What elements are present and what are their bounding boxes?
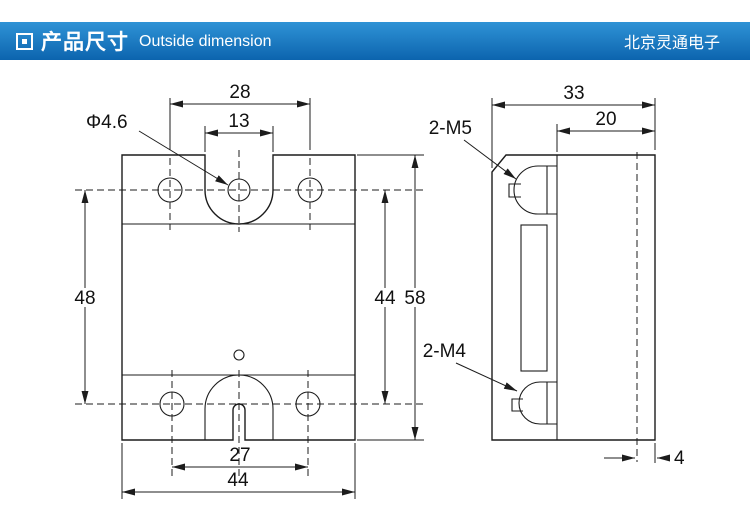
side-view: 33 20 2-M5 2-M4 4 (423, 83, 685, 469)
brand-name: 北京灵通电子 (623, 35, 720, 52)
front-body-outline (121, 154, 356, 441)
dim-44-inner-label: 44 (374, 288, 396, 309)
leader-line (463, 139, 517, 180)
dim-4-label: 4 (674, 448, 685, 469)
screw-head-top (513, 165, 557, 215)
dim-inner-height: 44 (371, 190, 399, 404)
screw-bottom-label: 2-M4 (423, 341, 467, 362)
screw-slot-bottom (511, 398, 523, 412)
dim-28-label: 28 (229, 82, 250, 103)
leader-line (138, 130, 229, 186)
callout-screw-top: 2-M5 (429, 118, 517, 180)
dim-notch-width: 13 (204, 111, 274, 152)
dim-overall-width: 44 (121, 443, 356, 499)
leader-line (455, 362, 518, 392)
dim-33-label: 33 (563, 83, 584, 104)
hole-diameter-label: Φ4.6 (86, 112, 128, 133)
dim-48-label: 48 (74, 288, 95, 309)
dim-baseplate-thickness: 4 (604, 443, 685, 469)
title-square-icon-dot (22, 38, 27, 44)
dim-top-hole-spacing: 28 (169, 82, 311, 150)
side-body-outline (491, 154, 656, 441)
header-bar: 产品尺寸 Outside dimension 北京灵通电子 (0, 22, 750, 60)
hole-diameter-callout: Φ4.6 (86, 112, 229, 186)
terminal-screw-bottom (511, 381, 557, 425)
dim-44-overall-label: 44 (227, 470, 249, 491)
dim-58-label: 58 (404, 288, 425, 309)
page-title-cn: 产品尺寸 (41, 31, 129, 54)
dim-27-label: 27 (229, 445, 250, 466)
dim-bottom-hole-spacing: 27 (172, 445, 308, 471)
dim-20-label: 20 (595, 109, 616, 130)
indicator-dot (233, 349, 245, 361)
dim-vertical-hole-spacing: 48 (71, 190, 99, 404)
label-backing (71, 288, 99, 307)
front-view: 28 13 Φ4.6 48 44 (71, 82, 429, 499)
dim-13-label: 13 (228, 111, 249, 132)
label-backing (371, 288, 399, 307)
dim-body-depth: 20 (556, 109, 655, 152)
terminal-screw-top (508, 165, 557, 215)
screw-head-bottom (518, 381, 557, 425)
title-square-icon (16, 32, 33, 50)
label-backing (401, 288, 429, 307)
screw-slot-top (508, 183, 521, 198)
page-title-en: Outside dimension (139, 33, 272, 50)
dim-overall-depth: 33 (491, 83, 656, 168)
dim-overall-height: 58 (357, 154, 429, 441)
front-centerlines (75, 150, 424, 477)
screw-top-label: 2-M5 (429, 118, 472, 139)
callout-screw-bottom: 2-M4 (423, 341, 518, 392)
side-recess-panel (520, 224, 548, 372)
